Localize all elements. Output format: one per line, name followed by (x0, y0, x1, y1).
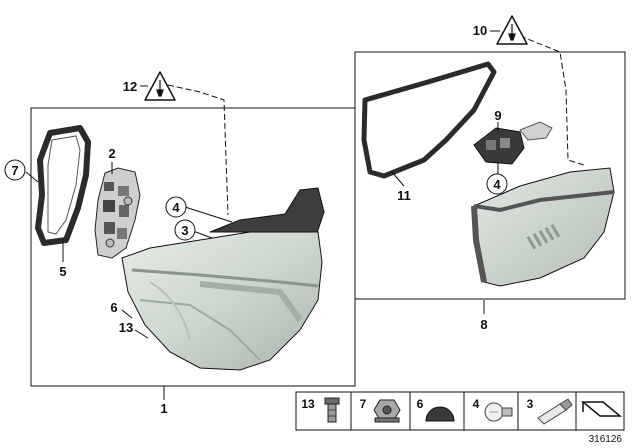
gasket-part[interactable] (35, 125, 91, 246)
left-leader-lines (25, 84, 233, 400)
callout-4-left-circle (165, 196, 187, 218)
callout-6: 6 (110, 300, 117, 315)
callout-11: 11 (397, 188, 411, 203)
right-assembly-frame (354, 51, 626, 300)
inner-gasket-part[interactable] (361, 61, 497, 179)
warning-triangle-10-icon (496, 15, 528, 45)
hex-nut-icon (373, 399, 401, 423)
tail-light-housing[interactable] (121, 187, 325, 371)
callout-10: 10 (473, 23, 487, 38)
callout-2: 2 (108, 146, 115, 161)
callout-4-right-circle (486, 173, 508, 195)
inner-bulb-holder-part[interactable] (473, 121, 553, 165)
legend-num-3: 3 (527, 397, 534, 411)
callout-12: 12 (123, 79, 137, 94)
callout-5: 5 (59, 264, 66, 279)
legend-num-4: 4 (473, 397, 480, 411)
callout-4-left: 4 (172, 200, 180, 215)
parts-legend: 13 7 6 4 3 (295, 391, 625, 431)
legend-num-7: 7 (360, 397, 367, 411)
legend-num-13: 13 (301, 397, 315, 411)
rubber-cap-icon (425, 406, 455, 422)
callout-7: 7 (11, 163, 18, 178)
arrow-reference-icon (580, 401, 623, 417)
bulb-icon (484, 402, 513, 422)
diagram-id: 316126 (589, 434, 623, 445)
wedge-bulb-icon (537, 398, 573, 425)
right-leader-lines (391, 35, 585, 314)
callout-9: 9 (494, 108, 501, 123)
callout-8: 8 (480, 317, 487, 332)
expanding-nut-icon (324, 397, 340, 423)
callout-7-circle (4, 159, 26, 181)
warning-triangle-12-icon (144, 71, 176, 101)
callout-1: 1 (160, 401, 167, 416)
bulb-carrier-part[interactable] (94, 167, 141, 259)
inner-tail-light[interactable] (471, 167, 615, 287)
callout-3-circle (174, 219, 196, 241)
callout-3: 3 (181, 223, 188, 238)
callout-4-right: 4 (493, 177, 501, 192)
callout-13: 13 (119, 320, 133, 335)
legend-num-6: 6 (417, 397, 424, 411)
